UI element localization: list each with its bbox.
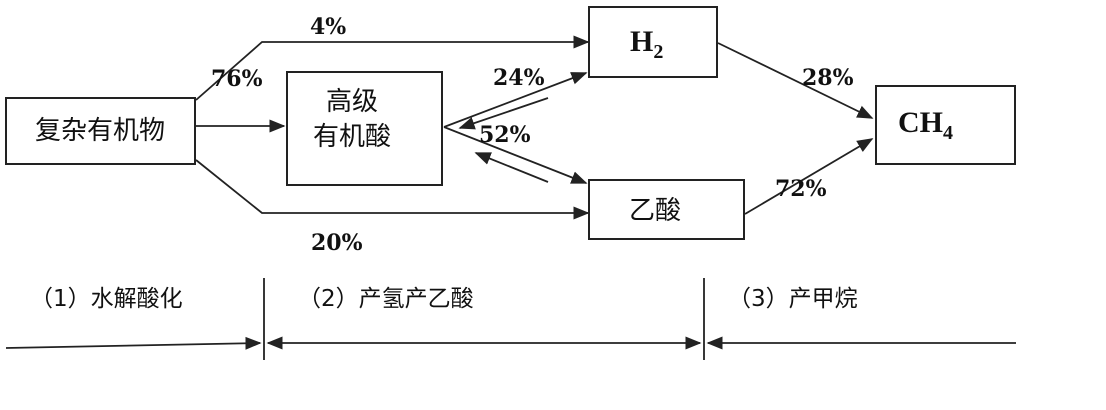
acetic-acid-label: 乙酸 (629, 196, 681, 226)
pct-acetic-to-ch4: 72% (775, 176, 827, 202)
arrow-return-upper (458, 97, 549, 130)
h2-label: H2 (630, 25, 663, 63)
higher-acid-box (286, 71, 443, 186)
acetic-acid-box (588, 179, 745, 240)
ch4-subscript: 4 (943, 122, 953, 144)
pct-h2-to-ch4: 28% (802, 65, 854, 91)
higher-acid-label-line1: 高级 (326, 87, 378, 117)
pct-to-higher-acid: 76% (211, 66, 263, 92)
h2-main: H (630, 25, 653, 58)
ch4-label: CH4 (898, 106, 953, 144)
stage-1-label: （1）水解酸化 (30, 286, 183, 312)
pct-acid-to-acetic: 52% (479, 122, 531, 148)
ch4-box (875, 85, 1016, 165)
pct-to-h2-direct: 4% (310, 14, 346, 40)
stage-3-label: （3）产甲烷 (728, 286, 858, 312)
arrow-return-lower (474, 152, 549, 183)
complex-organics-label: 复杂有机物 (35, 116, 165, 146)
ch4-main: CH (898, 106, 943, 139)
arrow-organics-to-acetic (195, 159, 590, 220)
pct-acid-to-h2: 24% (493, 65, 545, 91)
stage-1-span-arrow (5, 336, 262, 350)
h2-box (588, 6, 718, 78)
arrow-h2-to-ch4 (717, 42, 874, 119)
arrow-higher-acid-to-acetic (443, 126, 588, 184)
h2-subscript: 2 (653, 41, 663, 63)
higher-acid-label-line2: 有机酸 (313, 122, 391, 152)
complex-organics-box (5, 97, 196, 165)
pct-to-acetic-direct: 20% (311, 230, 363, 256)
stage-2-label: （2）产氢产乙酸 (298, 286, 474, 312)
arrow-organics-to-h2 (195, 35, 590, 101)
arrow-acetic-to-ch4 (744, 138, 874, 215)
